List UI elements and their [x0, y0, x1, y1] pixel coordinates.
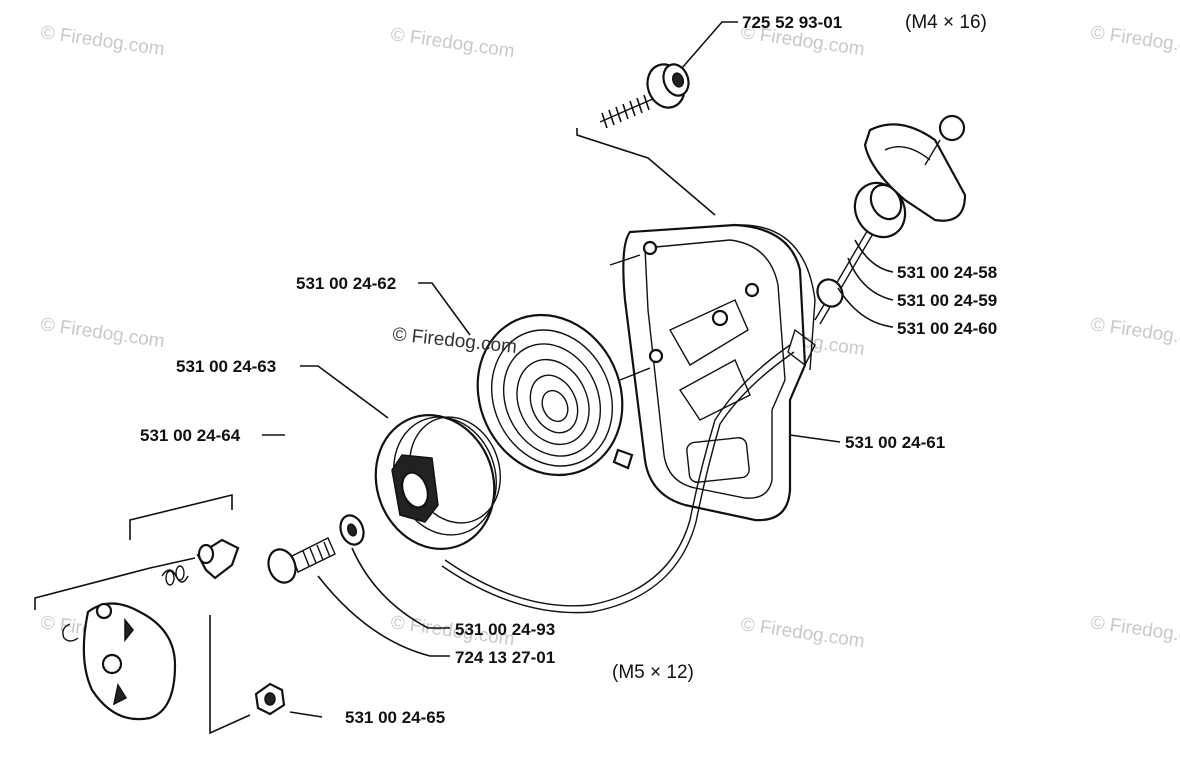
leader-washer — [351, 547, 450, 629]
leader-cord — [837, 287, 894, 328]
label-spring: 531 00 24-62 — [296, 274, 396, 293]
label-bolt-top: 725 52 93-01 — [742, 13, 842, 32]
label-screw: 724 13 27-01 — [455, 648, 555, 667]
label-nut: 531 00 24-65 — [345, 708, 445, 727]
recoil-spring — [476, 313, 634, 477]
starter-cord-edge — [441, 351, 795, 614]
leader-screw — [317, 575, 450, 657]
rope-pulley — [374, 413, 501, 551]
watermark: © Firedog.com — [1089, 612, 1180, 650]
leader-nut — [289, 711, 323, 718]
label-handle: 531 00 24-58 — [897, 263, 997, 282]
nut-guide-line — [209, 615, 251, 735]
bolt-guide-line — [576, 128, 716, 216]
watermark: © Firedog.com — [39, 22, 166, 60]
leader-spring — [418, 282, 471, 336]
label-handle-insert: 531 00 24-59 — [897, 291, 997, 310]
leader-bolt — [681, 21, 738, 69]
label-washer: 531 00 24-93 — [455, 620, 555, 639]
watermark: © Firedog.com — [389, 24, 516, 62]
top-bolt — [599, 63, 690, 129]
pawl-plate — [82, 602, 177, 721]
nut — [254, 682, 286, 716]
pawl-kit-line — [34, 557, 196, 610]
starter-handle — [814, 114, 967, 325]
leader-pulley — [300, 365, 389, 419]
pawl — [196, 538, 240, 580]
watermark: © Firedog.com — [39, 314, 166, 352]
label-cord: 531 00 24-60 — [897, 319, 997, 338]
watermark: © Firedog.com — [1089, 22, 1180, 60]
leader-housing — [789, 434, 841, 443]
label-pulley: 531 00 24-63 — [176, 357, 276, 376]
watermark: © Firedog.com — [739, 614, 866, 652]
spring-small — [161, 565, 189, 586]
starter-housing — [609, 223, 816, 522]
pawl-kit-bracket — [129, 493, 233, 540]
watermark: © Firedog.com — [391, 324, 517, 358]
spec-top-bolt: (M4 × 16) — [905, 12, 987, 33]
spec-screw: (M5 × 12) — [612, 662, 694, 683]
washer — [339, 514, 365, 546]
watermark: © Firedog.com — [1089, 314, 1180, 352]
starter-cord — [444, 344, 791, 607]
label-housing: 531 00 24-61 — [845, 433, 945, 452]
leader-insert — [847, 257, 894, 301]
center-screw — [267, 537, 336, 584]
e-clip — [62, 623, 79, 642]
leader-handle — [854, 239, 894, 273]
label-pawl-kit: 531 00 24-64 — [140, 426, 241, 445]
